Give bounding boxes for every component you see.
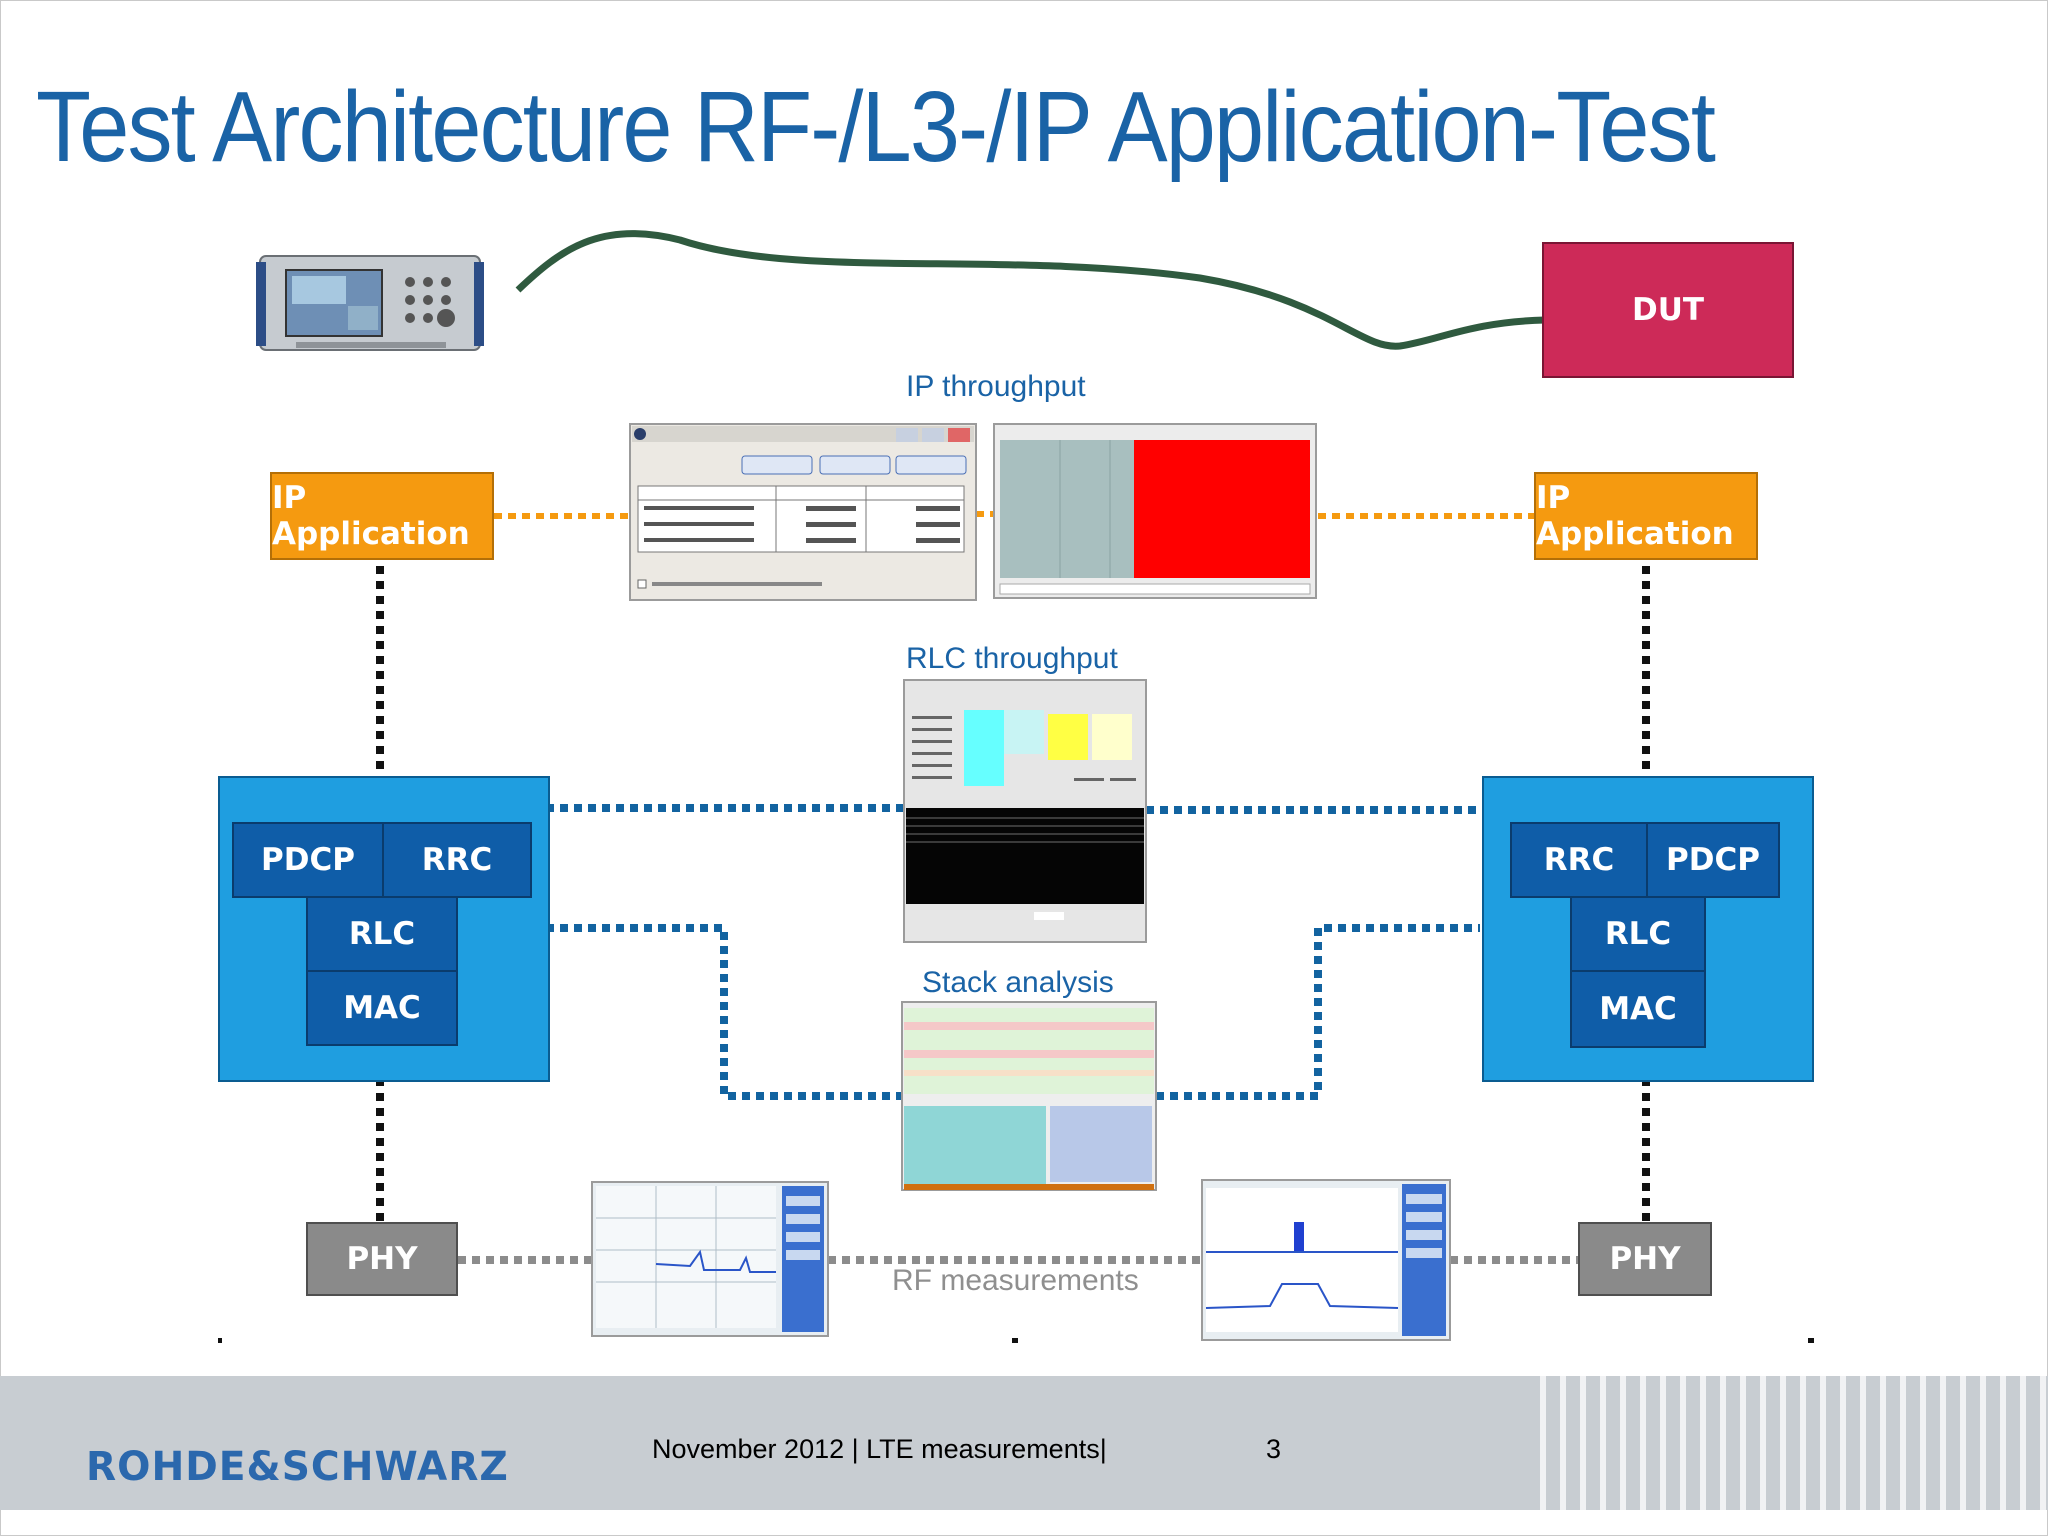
brand-logo-text: ROHDE&SCHWARZ xyxy=(86,1444,509,1490)
right-pdcp: PDCP xyxy=(1646,822,1780,898)
ip-throughput-dialog-screenshot xyxy=(629,423,977,601)
footer-stripes xyxy=(1540,1376,2048,1510)
left-phy: PHY xyxy=(306,1222,458,1296)
caption-rf-measurements: RF measurements xyxy=(892,1264,1139,1297)
caption-stack-analysis: Stack analysis xyxy=(922,966,1114,999)
stack-analysis-screenshot xyxy=(901,1001,1157,1191)
right-rrc-label: RRC xyxy=(1543,842,1615,878)
rf-measurement-screenshot-right xyxy=(1201,1179,1451,1341)
right-mac: MAC xyxy=(1570,970,1706,1048)
rf-cable xyxy=(515,230,1546,350)
dut-label: DUT xyxy=(1631,292,1705,328)
left-phy-label: PHY xyxy=(346,1241,418,1277)
ip-throughput-graph-screenshot xyxy=(993,423,1317,599)
ip-application-right-label: IP Application xyxy=(1536,480,1734,552)
dut-box: DUT xyxy=(1542,242,1794,378)
left-pdcp: PDCP xyxy=(232,822,384,898)
right-phy: PHY xyxy=(1578,1222,1712,1296)
ip-application-right: IP Application xyxy=(1534,472,1758,560)
left-rlc: RLC xyxy=(306,896,458,972)
page-number: 3 xyxy=(1266,1434,1282,1464)
left-mac-label: MAC xyxy=(343,990,421,1026)
left-rlc-label: RLC xyxy=(348,916,416,952)
test-instrument-icon xyxy=(256,255,484,351)
left-rrc-label: RRC xyxy=(421,842,493,878)
caption-rlc-throughput: RLC throughput xyxy=(906,642,1118,675)
left-pdcp-label: PDCP xyxy=(261,842,355,878)
left-mac: MAC xyxy=(306,970,458,1046)
right-pdcp-label: PDCP xyxy=(1666,842,1760,878)
rlc-throughput-screenshot xyxy=(903,679,1147,943)
right-phy-label: PHY xyxy=(1609,1241,1681,1277)
corner-mark xyxy=(1808,1338,1814,1343)
right-rrc: RRC xyxy=(1510,822,1648,898)
stack-link-right xyxy=(1156,924,1480,1100)
stack-link-left xyxy=(546,924,902,1100)
right-rlc: RLC xyxy=(1570,896,1706,972)
page-title: Test Architecture RF-/L3-/IP Application… xyxy=(36,71,1716,183)
ip-application-left-label: IP Application xyxy=(272,480,470,552)
left-rrc: RRC xyxy=(382,822,532,898)
caption-ip-throughput: IP throughput xyxy=(906,370,1086,403)
right-rlc-label: RLC xyxy=(1604,916,1672,952)
right-mac-label: MAC xyxy=(1599,991,1677,1027)
rf-measurement-screenshot-left xyxy=(591,1181,829,1337)
ip-application-left: IP Application xyxy=(270,472,494,560)
footer-text: November 2012 | LTE measurements| xyxy=(652,1434,1107,1464)
corner-mark xyxy=(218,1338,222,1343)
corner-mark xyxy=(1012,1338,1018,1343)
